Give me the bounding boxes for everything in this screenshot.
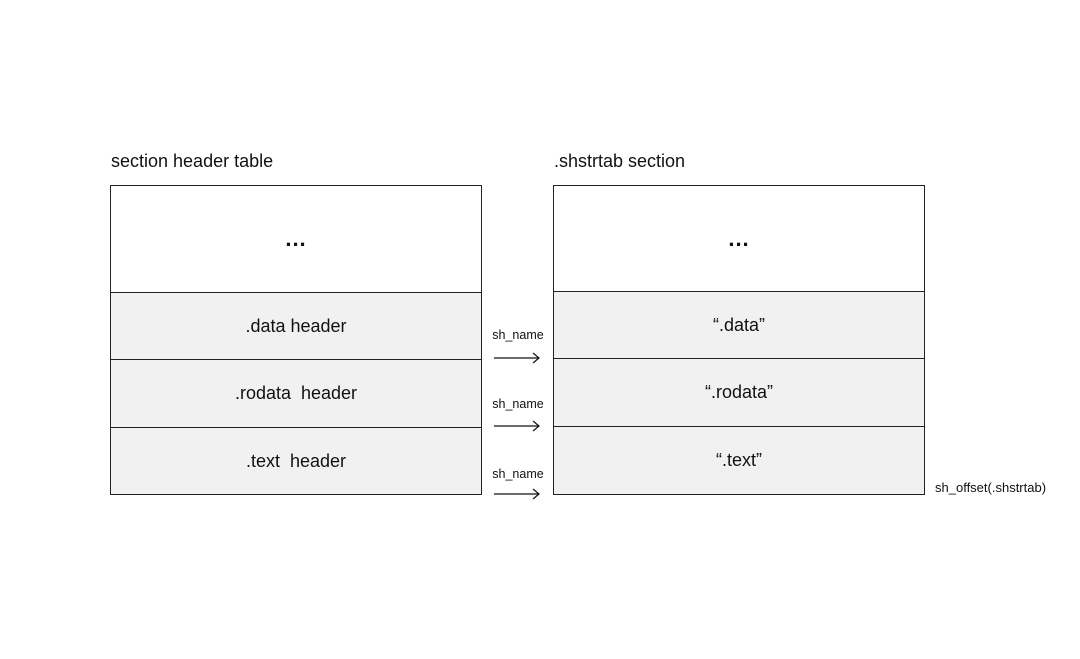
data-string-row: “.data” <box>554 291 924 358</box>
sh-name-arrow-text: sh_name <box>488 467 548 507</box>
section-header-table: ... .data header .rodata header .text he… <box>110 185 482 495</box>
right-arrow-icon <box>494 352 540 364</box>
section-header-table-ellipsis: ... <box>111 186 481 292</box>
shstrtab-section-title: .shstrtab section <box>554 151 686 171</box>
sh-name-label: sh_name <box>492 328 544 342</box>
rodata-string-row: “.rodata” <box>554 358 924 426</box>
sh-offset-label: sh_offset(.shstrtab) <box>935 480 1047 495</box>
right-arrow-icon <box>494 488 540 500</box>
sh-name-arrow-rodata: sh_name <box>488 397 548 437</box>
sh-name-arrow-data: sh_name <box>488 328 548 368</box>
sh-name-label: sh_name <box>492 467 544 481</box>
shstrtab-ellipsis: ... <box>554 186 924 291</box>
right-arrow-icon <box>494 420 540 432</box>
data-header-row: .data header <box>111 292 481 359</box>
text-string-row: “.text” <box>554 426 924 494</box>
text-header-row: .text header <box>111 427 481 494</box>
sh-name-label: sh_name <box>492 397 544 411</box>
rodata-header-row: .rodata header <box>111 359 481 427</box>
shstrtab-section: ... “.data” “.rodata” “.text” <box>553 185 925 495</box>
section-header-table-title: section header table <box>111 151 274 171</box>
